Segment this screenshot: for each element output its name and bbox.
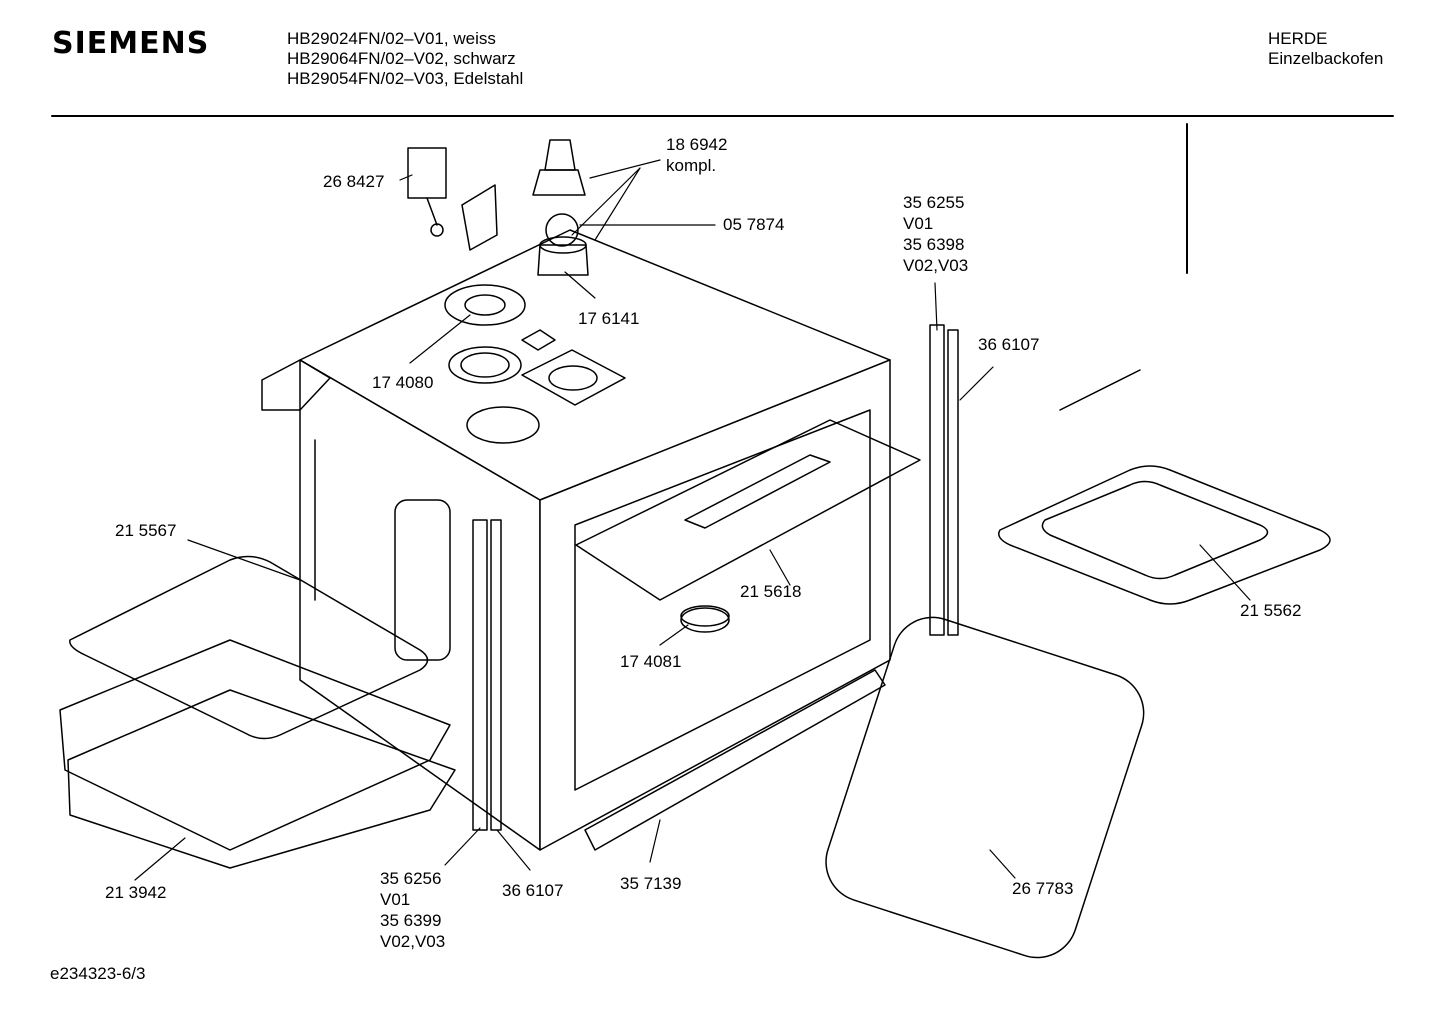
selector-knob-assembly [533, 140, 588, 275]
top-vents [445, 285, 625, 443]
part-label-366107-right: 36 6107 [978, 335, 1040, 354]
part-label-186942: 18 6942 kompl. [666, 135, 728, 175]
brand-logo: SIEMENS [52, 26, 210, 61]
side-rails [473, 325, 958, 830]
part-label-215562: 21 5562 [1240, 601, 1302, 620]
switch-bracket [408, 148, 497, 250]
part-label-357139: 35 7139 [620, 874, 682, 893]
part-label-356256: 35 6256 V01 35 6399 V02,V03 [380, 869, 446, 951]
bottom-heating-element [60, 556, 455, 868]
document-id: e234323-6/3 [50, 964, 146, 983]
door-seal-frame [816, 607, 1154, 968]
part-label-215618: 21 5618 [740, 582, 802, 601]
grill-cover-plate [576, 420, 920, 632]
model-list: HB29024FN/02–V01, weiss HB29064FN/02–V02… [287, 29, 523, 89]
product-category: HERDE Einzelbackofen [1268, 29, 1383, 69]
part-label-267783: 26 7783 [1012, 879, 1074, 898]
leader-lines [135, 160, 1250, 880]
part-label-356255: 35 6255 V01 35 6398 V02,V03 [903, 193, 969, 275]
part-label-268427: 26 8427 [323, 172, 385, 191]
part-label-213942: 21 3942 [105, 883, 167, 902]
model-line-v03: HB29054FN/02–V03, Edelstahl [287, 69, 524, 88]
part-label-174080: 17 4080 [372, 373, 434, 392]
oven-cavity [262, 230, 890, 850]
model-line-v02: HB29064FN/02–V02, schwarz [287, 49, 516, 68]
front-bottom-strip [585, 670, 885, 850]
top-heating-element [999, 370, 1330, 604]
part-label-176141: 17 6141 [578, 309, 640, 328]
part-label-057874: 05 7874 [723, 215, 785, 234]
part-label-174081: 17 4081 [620, 652, 682, 671]
part-label-215567: 21 5567 [115, 521, 177, 540]
part-label-366107-left: 36 6107 [502, 881, 564, 900]
model-line-v01: HB29024FN/02–V01, weiss [287, 29, 496, 48]
category-line-2: Einzelbackofen [1268, 49, 1384, 68]
category-line-1: HERDE [1268, 29, 1328, 48]
